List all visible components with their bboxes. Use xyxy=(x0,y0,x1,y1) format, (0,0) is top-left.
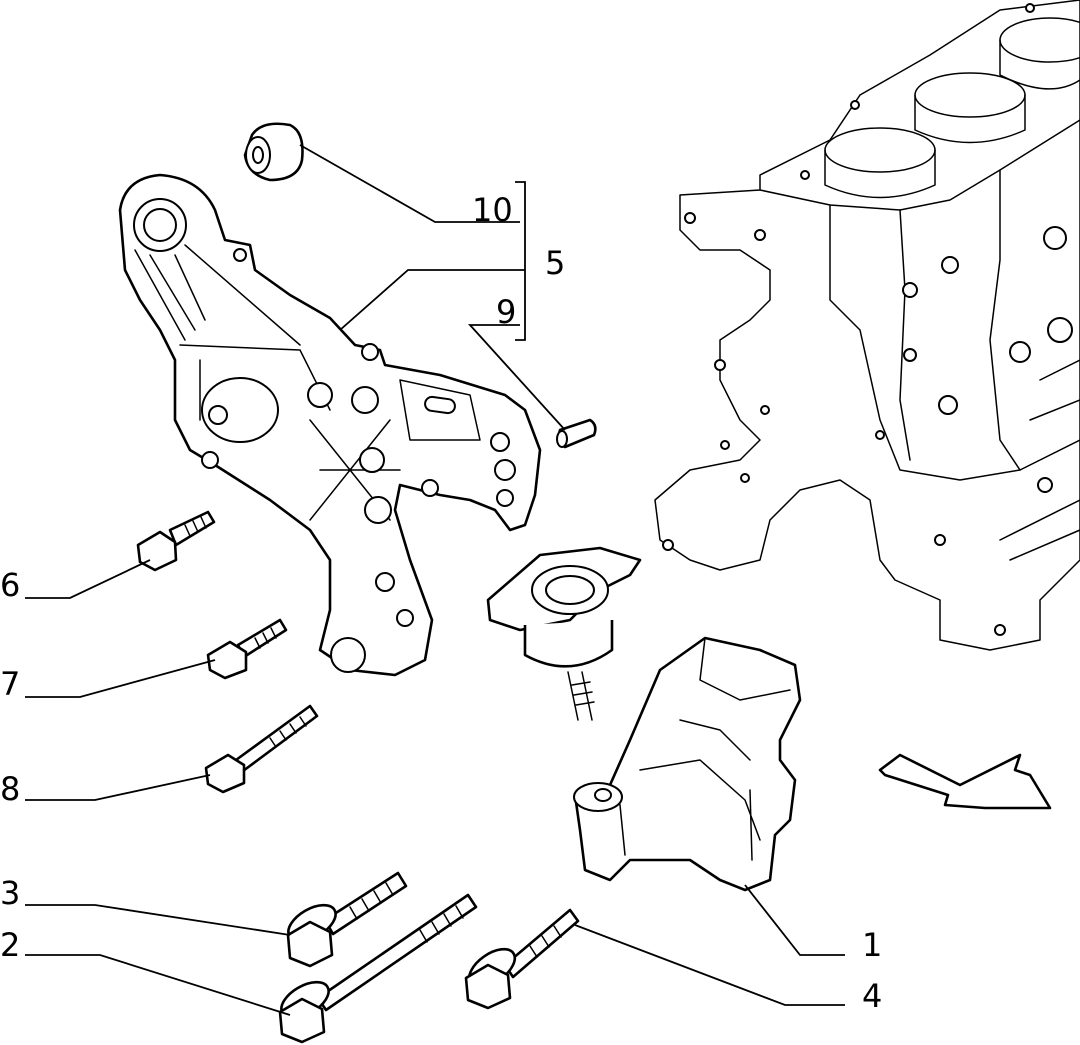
pin xyxy=(556,418,597,449)
callout-9: 9 xyxy=(496,293,516,331)
leader-lines xyxy=(25,144,845,1016)
bolt-3 xyxy=(286,871,408,968)
callout-7: 7 xyxy=(0,665,20,703)
callout-2: 2 xyxy=(0,926,20,964)
callout-labels: 10 5 9 6 7 8 3 2 1 4 xyxy=(0,191,882,1015)
bolt-8 xyxy=(204,704,319,794)
callout-1: 1 xyxy=(862,926,882,964)
bolt-2 xyxy=(278,893,478,1044)
rubber-mount xyxy=(486,546,642,721)
callout-4: 4 xyxy=(862,977,882,1015)
callout-3: 3 xyxy=(0,874,20,912)
callout-10: 10 xyxy=(472,191,513,229)
bushing xyxy=(243,122,304,182)
callout-8: 8 xyxy=(0,770,20,808)
callout-6: 6 xyxy=(0,566,20,604)
bolt-4 xyxy=(464,908,580,1010)
direction-arrow xyxy=(878,753,1052,810)
callout-5: 5 xyxy=(545,244,565,282)
engine-mount-bracket xyxy=(573,636,802,892)
engine-block xyxy=(654,0,1080,651)
support-bracket xyxy=(118,173,542,677)
bolt-7 xyxy=(206,618,288,680)
bolt-6 xyxy=(136,510,216,572)
